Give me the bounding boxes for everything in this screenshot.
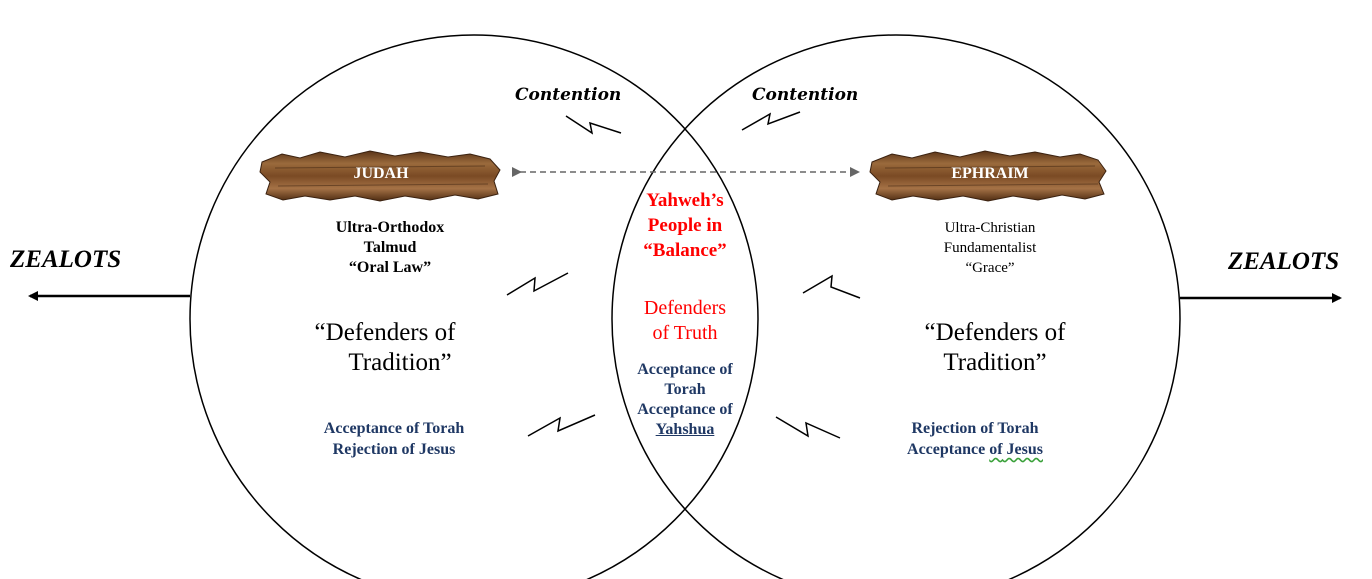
ephraim-acceptance: Rejection of Torah Acceptance of Jesus (865, 418, 1085, 460)
ephraim-plank (869, 150, 1107, 202)
center-acceptance-line-2: Torah (664, 381, 706, 398)
judah-defenders-line-2: Tradition” (348, 349, 452, 376)
center-acceptance-line-3: Acceptance of (637, 401, 733, 418)
ephraim-line-1: Ultra-Christian (944, 220, 1036, 236)
zigzag-top-left (565, 115, 622, 135)
zigzag-mid-left (506, 272, 569, 296)
judah-description: Ultra-Orthodox Talmud “Oral Law” (300, 218, 480, 278)
judah-defenders-line-1: “Defenders of (314, 319, 456, 346)
judah-line-3: “Oral Law” (348, 259, 432, 276)
ephraim-jesus-word: Jesus (1002, 441, 1043, 458)
center-title: Yahweh’s People in “Balance” (600, 188, 770, 263)
judah-defenders: “Defenders of Tradition” (270, 318, 500, 378)
zigzag-mid-right (802, 274, 861, 299)
center-title-line-3: “Balance” (643, 240, 727, 261)
zigzag-low-left (527, 414, 596, 437)
contention-right-label: Contention (752, 85, 859, 105)
center-defenders-line-2: of Truth (652, 322, 718, 344)
center-acceptance-line-1: Acceptance of (637, 361, 733, 378)
ephraim-line-3: “Grace” (965, 260, 1015, 276)
judah-circle (189, 34, 759, 579)
judah-acceptance-line-2: Rejection of Jesus (332, 441, 456, 458)
judah-label: JUDAH (353, 165, 409, 182)
judah-line-2: Talmud (363, 239, 417, 256)
center-title-line-2: People in (647, 215, 723, 236)
zigzag-low-right (775, 416, 841, 439)
judah-acceptance-line-1: Acceptance of Torah (323, 420, 465, 437)
ephraim-defenders-line-1: “Defenders of (924, 319, 1066, 346)
zigzag-top-right (741, 111, 801, 131)
ephraim-line-2: Fundamentalist (943, 240, 1037, 256)
center-yahshua: Yahshua (655, 421, 715, 438)
right-zealots-label: ZEALOTS (1228, 248, 1340, 275)
ephraim-acceptance-line-2: Acceptance of Jesus (865, 439, 1085, 460)
ephraim-circle (611, 34, 1181, 579)
ephraim-defenders-line-2: Tradition” (943, 349, 1047, 376)
center-defenders: Defenders of Truth (600, 296, 770, 346)
judah-plank (259, 150, 501, 202)
left-zealots-label: ZEALOTS (10, 246, 122, 273)
judah-line-1: Ultra-Orthodox (335, 219, 445, 236)
ephraim-defenders: “Defenders of Tradition” (880, 318, 1110, 378)
center-title-line-1: Yahweh’s (646, 190, 724, 211)
ephraim-acceptance-line-1: Rejection of Torah (911, 420, 1039, 437)
ephraim-label: EPHRAIM (951, 165, 1029, 182)
center-defenders-line-1: Defenders (643, 297, 727, 319)
ephraim-of-word: of (989, 441, 1003, 458)
ephraim-acceptance-word: Acceptance (907, 441, 990, 458)
judah-acceptance: Acceptance of Torah Rejection of Jesus (284, 418, 504, 460)
ephraim-description: Ultra-Christian Fundamentalist “Grace” (900, 218, 1080, 278)
contention-left-label: Contention (515, 85, 622, 105)
center-acceptance: Acceptance of Torah Acceptance of Yahshu… (600, 360, 770, 440)
